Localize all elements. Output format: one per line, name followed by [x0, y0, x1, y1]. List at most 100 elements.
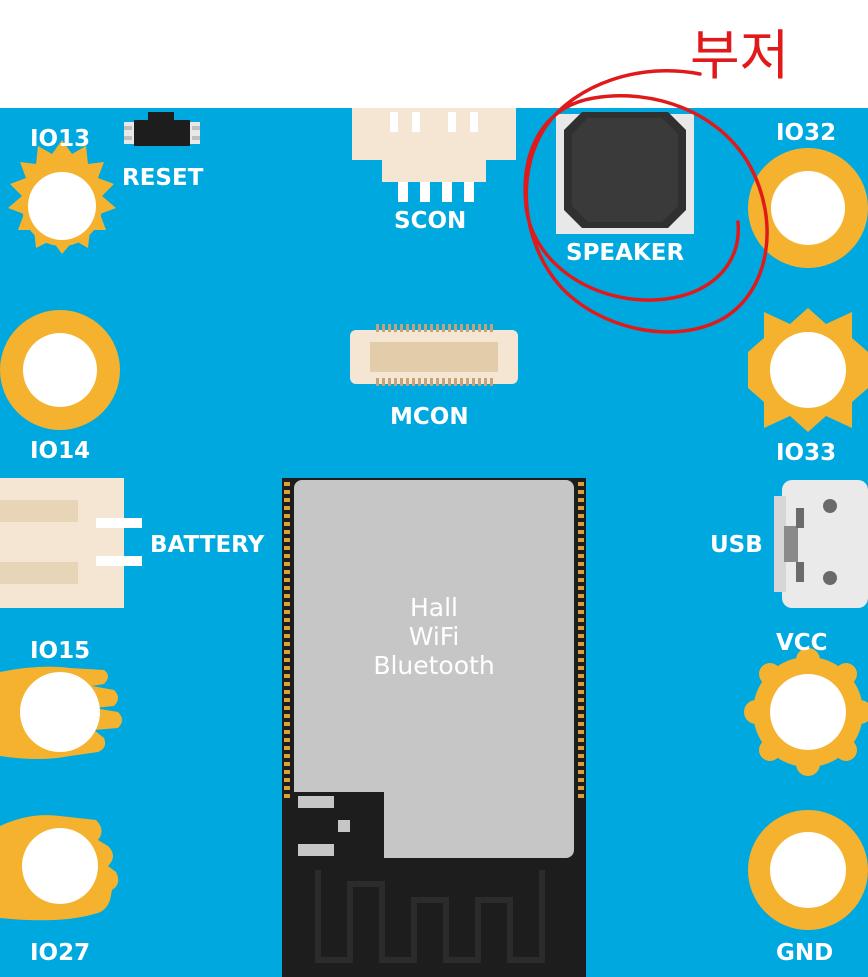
mcon-pin [406, 324, 409, 332]
module-pin [284, 586, 290, 590]
mcon-pin [376, 378, 379, 386]
mcon-pin [388, 378, 391, 386]
mcon-pin [454, 324, 457, 332]
module-pin [284, 770, 290, 774]
module-pin [578, 658, 584, 662]
module-pin [578, 514, 584, 518]
mcon-pin [460, 324, 463, 332]
mcon-pin [478, 324, 481, 332]
mcon-pin [394, 324, 397, 332]
chip-label-wifi: WiFi [409, 622, 460, 651]
mcon-pin [430, 324, 433, 332]
module-pin [284, 778, 290, 782]
label-battery: BATTERY [150, 532, 265, 558]
label-io33: IO33 [776, 440, 836, 466]
module-pin [284, 482, 290, 486]
module-pin [284, 746, 290, 750]
usb-connector [774, 480, 868, 608]
pad-io15 [0, 666, 122, 759]
label-usb: USB [710, 532, 763, 558]
module-pin [284, 626, 290, 630]
module-pin [284, 554, 290, 558]
mcon-pin [472, 324, 475, 332]
module-pin [578, 570, 584, 574]
mcon-pin [424, 324, 427, 332]
module-pin [284, 514, 290, 518]
module-pin [578, 498, 584, 502]
label-io13: IO13 [30, 126, 90, 152]
mcon-pin [490, 378, 493, 386]
module-pin [578, 794, 584, 798]
reset-button [124, 112, 200, 146]
module-pin [578, 482, 584, 486]
mcon-pin [430, 378, 433, 386]
annotation-label: 부저 [690, 24, 789, 87]
mcon-pin [394, 378, 397, 386]
module-pin [284, 618, 290, 622]
pad-io13 [8, 140, 116, 254]
mcon-pin [436, 378, 439, 386]
mcon-pin [406, 378, 409, 386]
mcon-pin [400, 378, 403, 386]
mcon-pin [412, 378, 415, 386]
pad-io14 [0, 310, 120, 430]
module-pin [578, 722, 584, 726]
label-speaker: SPEAKER [566, 240, 684, 266]
annotation-circle [523, 69, 769, 334]
module-pin [284, 498, 290, 502]
chip-label-hall: Hall [410, 593, 458, 622]
module-pin [578, 602, 584, 606]
module-pin [578, 738, 584, 742]
module-pin [578, 770, 584, 774]
mcon-pin [418, 378, 421, 386]
module-pin [578, 698, 584, 702]
module-pin [578, 506, 584, 510]
scon-connector [352, 108, 516, 202]
module-pin [284, 530, 290, 534]
mcon-pin [448, 324, 451, 332]
module-pin [578, 562, 584, 566]
mcon-pin [388, 324, 391, 332]
module-pin [578, 522, 584, 526]
label-gnd: GND [776, 940, 833, 966]
mcon-pin [436, 324, 439, 332]
mcon-pin [466, 324, 469, 332]
mcon-pin [442, 378, 445, 386]
module-pin [284, 634, 290, 638]
label-mcon: MCON [390, 404, 469, 430]
module-pin [284, 706, 290, 710]
mcon-pin [478, 378, 481, 386]
module-pin [284, 594, 290, 598]
module-pin [578, 610, 584, 614]
antenna-trace [315, 870, 545, 963]
module-pin [284, 674, 290, 678]
module-pin [284, 714, 290, 718]
module-pin [284, 658, 290, 662]
module-pin [284, 786, 290, 790]
module-pin [284, 546, 290, 550]
mcon-pin [424, 378, 427, 386]
mcon-pin [400, 324, 403, 332]
module-pin [284, 722, 290, 726]
label-io32: IO32 [776, 120, 836, 146]
module-pin [578, 682, 584, 686]
module-pin [578, 538, 584, 542]
mcon-pin [382, 324, 385, 332]
module-pin [578, 578, 584, 582]
module-pin [578, 690, 584, 694]
module-pin [284, 506, 290, 510]
module-pin [578, 554, 584, 558]
label-scon: SCON [394, 208, 466, 234]
module-pin [578, 546, 584, 550]
module-pin [284, 602, 290, 606]
module-pin [578, 530, 584, 534]
module-pin [284, 682, 290, 686]
module-pin [578, 642, 584, 646]
mcon-pin [454, 378, 457, 386]
module-pin [284, 730, 290, 734]
module-pin [578, 754, 584, 758]
module-pin [284, 610, 290, 614]
mcon-pin [382, 378, 385, 386]
pad-vcc [744, 648, 868, 776]
module-pin [284, 698, 290, 702]
